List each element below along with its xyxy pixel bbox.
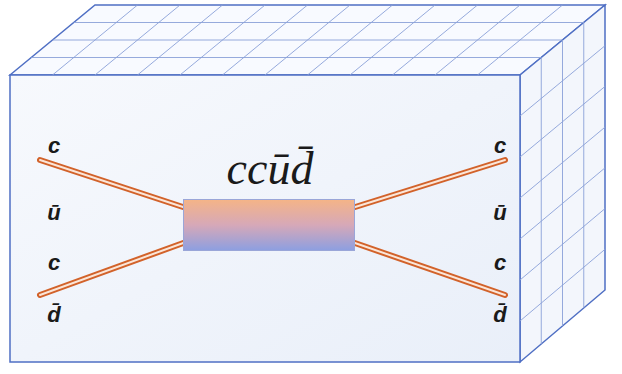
quark-label: c	[494, 135, 506, 157]
grid-line	[138, 5, 223, 75]
quark-label: ū	[493, 202, 506, 224]
grid-line	[562, 40, 563, 326]
tetraquark-operator-box: ccūd̄	[183, 199, 355, 251]
lattice-side-face	[520, 5, 605, 362]
lattice-top-face	[10, 5, 605, 75]
grid-line	[520, 209, 605, 280]
quark-line-gap	[40, 160, 186, 208]
quark-label: c	[494, 252, 506, 274]
grid-line	[520, 168, 605, 239]
quark-label: c	[48, 135, 60, 157]
quark-line-gap	[40, 242, 186, 295]
grid-line	[265, 5, 350, 75]
grid-line	[520, 86, 605, 157]
grid-line	[520, 46, 605, 116]
lattice-front-face	[10, 75, 520, 362]
grid-line	[435, 5, 520, 75]
quark-line	[352, 160, 505, 208]
grid-line	[308, 5, 393, 75]
quark-label: d̄	[47, 304, 60, 326]
quark-label: c	[48, 252, 60, 274]
grid-line	[393, 5, 478, 75]
grid-line	[541, 58, 542, 345]
quark-line-gap	[352, 160, 505, 208]
grid-line	[53, 5, 138, 75]
grid-line	[520, 127, 605, 198]
grid-line	[478, 5, 563, 75]
quark-line	[40, 160, 186, 208]
quark-label: d̄	[493, 304, 506, 326]
grid-line	[223, 5, 308, 75]
quark-line	[352, 242, 505, 295]
quark-line-gap	[352, 242, 505, 295]
grid-line	[180, 5, 265, 75]
grid-line	[350, 5, 435, 75]
grid-line	[583, 23, 584, 309]
grid-line	[520, 249, 605, 321]
quark-label: ū	[47, 202, 60, 224]
grid-line	[95, 5, 180, 75]
quark-line	[40, 242, 186, 295]
tetraquark-label: ccūd̄	[227, 146, 314, 192]
